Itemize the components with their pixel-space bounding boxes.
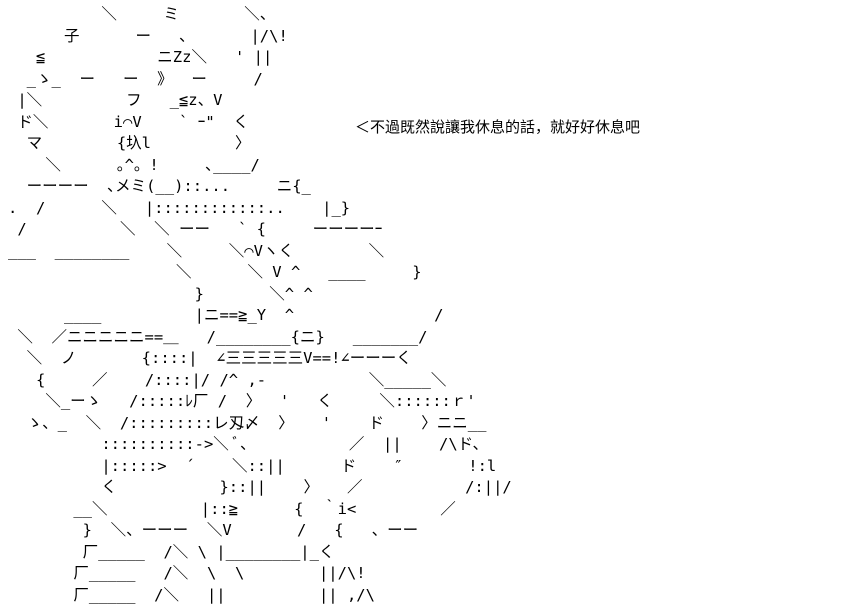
ascii-art-line: 厂_____ /＼ \ |________|_く	[8, 542, 488, 564]
ascii-art-line: ＼_ーゝ /:::::ﾚ厂 / 〉 ' く ＼::::::ｒ'	[8, 391, 488, 413]
ascii-art-line: 厂_____ /＼ \ \ ||/\!	[8, 563, 488, 585]
ascii-art-line: . / ＼ |::::::::::::.. |_}	[8, 198, 488, 220]
ascii-art-line: { ／ /::::|/ /^ ,‐ ＼_____＼	[8, 370, 488, 392]
ascii-art-line: / ＼ ＼ ーー ` { ーーーーｰ	[8, 219, 488, 241]
ascii-art-line: ___ ________ ＼ ＼⌒Vヽく ＼	[8, 241, 488, 263]
ascii-art-line: ≦ ニZz＼ ' ||	[8, 47, 488, 69]
ascii-art-line: ＼ ＼ V ^ ____ }	[8, 262, 488, 284]
speech-bubble-text: ＜不過既然說讓我休息的話，就好好休息吧	[355, 117, 640, 137]
ascii-art-line: ＼ ミ ＼、	[8, 4, 488, 26]
ascii-art-line: く }::|| 〉 ／ /:||/	[8, 477, 488, 499]
ascii-art-line: 厂_____ /＼ || || ,/\	[8, 585, 488, 606]
ascii-art-line: |＼ フ _≦z、V	[8, 90, 488, 112]
ascii-art-line: ____ |ニ==≧_Y ^ /	[8, 305, 488, 327]
ascii-art-line: 子 ー 、 |/\!	[8, 26, 488, 48]
ascii-art-line: ＼ ノ {::::| ∠三三三三三V==!∠ーーーく	[8, 348, 488, 370]
ascii-art-line: ＼ ／ニニニニニ==＿ /________{ニ} _______/	[8, 327, 488, 349]
ascii-art-line: ゝ、_ ＼ /:::::::::レ刄〆 〉 ' ド 〉ニニ__	[8, 413, 488, 435]
ascii-art-line: ＼ ｡^。! ､____/	[8, 155, 488, 177]
ascii-art-line: _ゝ_ ー ー 》 ー /	[8, 69, 488, 91]
ascii-art-line: } ＼^ ^	[8, 284, 488, 306]
ascii-art-line: |:::::> ´ ＼::|| ド ″ !:l	[8, 456, 488, 478]
ascii-art-line: ーーーー ､メミ(__)::... ニ{_	[8, 176, 488, 198]
ascii-art-figure: ＼ ミ ＼、 子 ー 、 |/\! ≦ ニZz＼ ' || _ゝ_ ー ー 》 …	[8, 4, 488, 566]
ascii-art-line: __＼ |::≧ { ｀i< ／	[8, 499, 488, 521]
ascii-art-line: } ＼、ーーー ＼V / { 、ーー	[8, 520, 488, 542]
ascii-art-line: ::::::::::->＼ ﾞ、 ／ || /\ド、	[8, 434, 488, 456]
